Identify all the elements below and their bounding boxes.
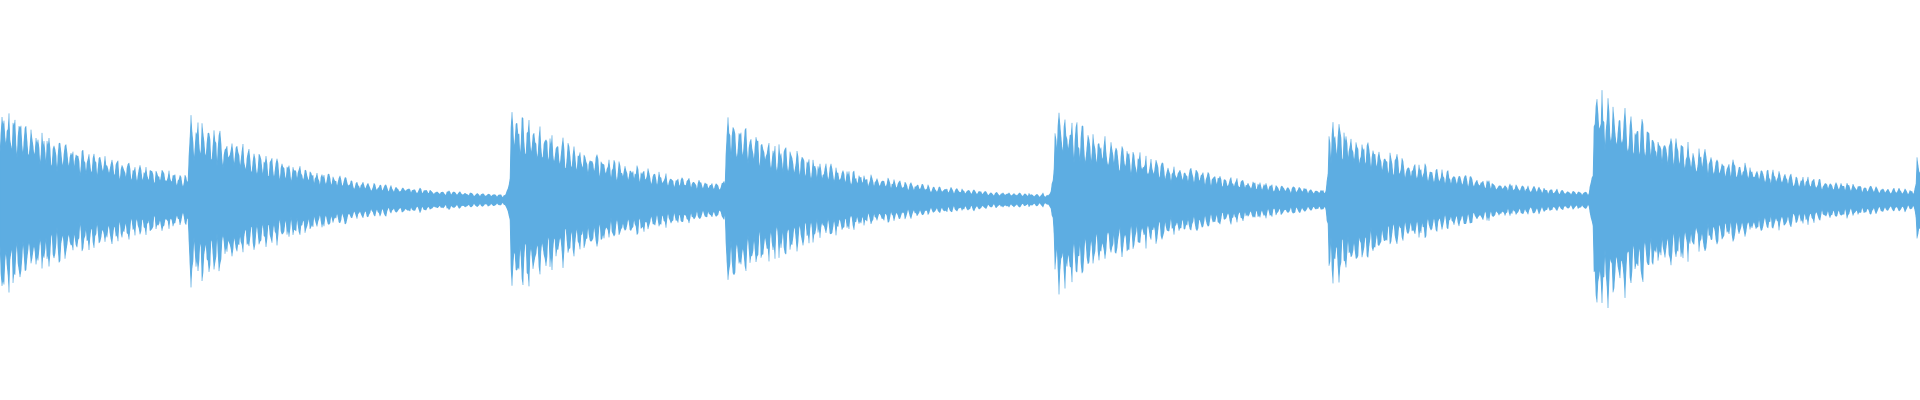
waveform-shape bbox=[0, 90, 1920, 309]
